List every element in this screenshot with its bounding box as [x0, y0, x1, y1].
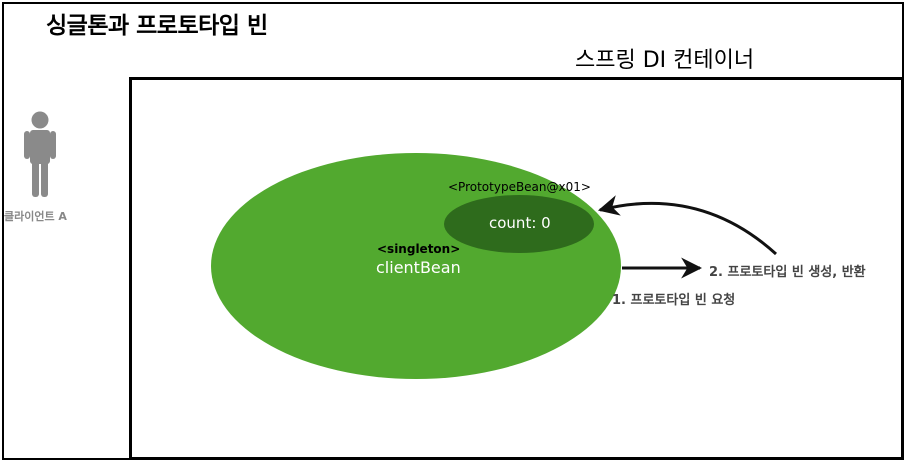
singleton-stereotype: <singleton>: [377, 242, 461, 256]
page-title: 싱글톤과 프로토타입 빈: [46, 13, 268, 39]
prototype-bean-ellipse: [444, 195, 594, 253]
step-1-label: 1. 프로토타입 빈 요청: [612, 293, 736, 308]
prototype-label: <PrototypeBean@x01>: [448, 180, 591, 194]
singleton-name: clientBean: [376, 258, 461, 277]
step-2-label: 2. 프로토타입 빈 생성, 반환: [709, 265, 866, 280]
return-arrow: [597, 195, 778, 256]
container-title: 스프링 DI 컨테이너: [575, 48, 755, 73]
prototype-count: count: 0: [489, 214, 551, 232]
spring-di-container: [129, 77, 904, 460]
person-icon: [24, 111, 56, 197]
client-label: 클라이언트 A: [4, 210, 67, 223]
